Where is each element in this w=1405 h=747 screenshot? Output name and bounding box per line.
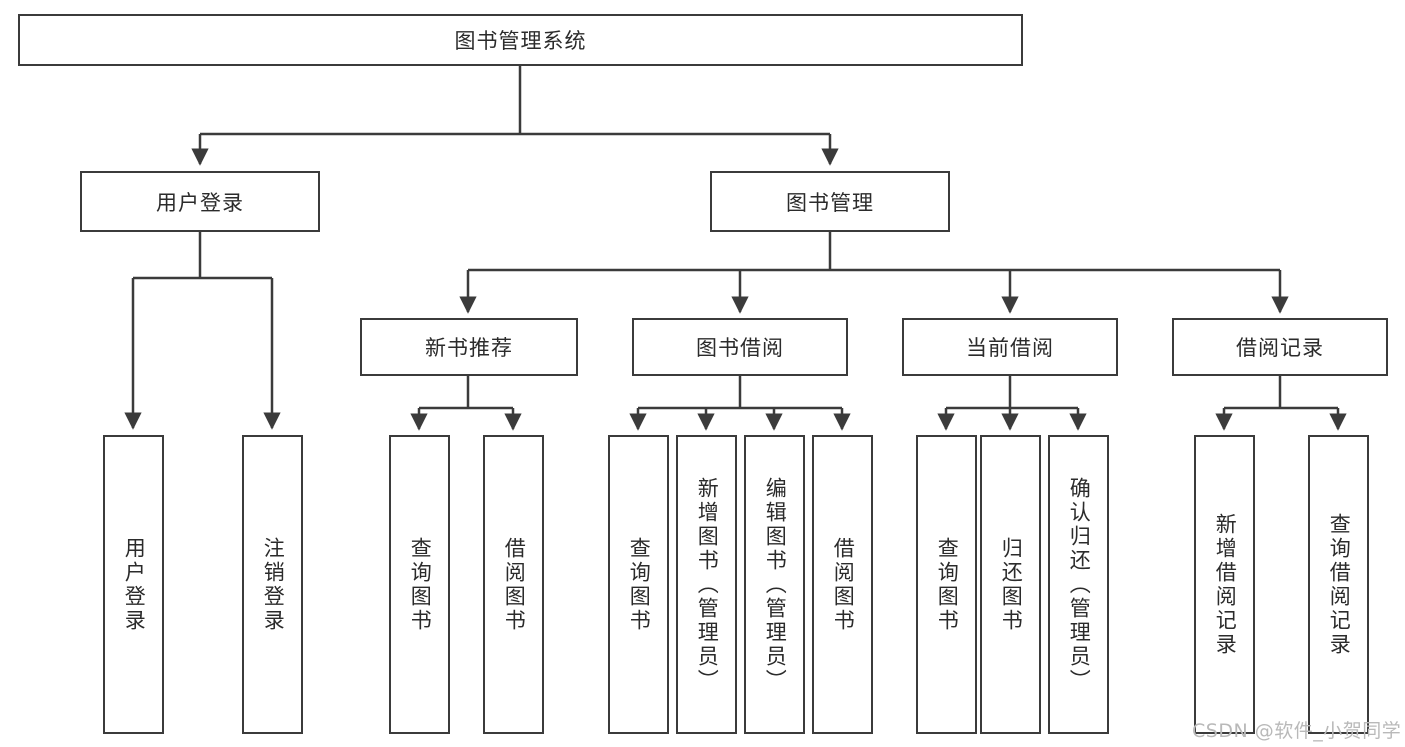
node-label: 借阅图书 [502,536,527,633]
leaf-current-borrow-return[interactable]: 归还图书 [980,435,1041,734]
node-label: 查询图书 [408,536,433,633]
leaf-book-borrow-add[interactable]: 新增图书（管理员） [676,435,737,734]
node-label: 当前借阅 [966,336,1054,360]
node-label: 图书借阅 [696,336,784,360]
leaf-book-borrow-borrow[interactable]: 借阅图书 [812,435,873,734]
leaf-book-borrow-edit[interactable]: 编辑图书（管理员） [744,435,805,734]
node-label: 用户登录 [122,536,147,633]
leaf-borrow-record-add[interactable]: 新增借阅记录 [1194,435,1255,734]
node-label: 注销登录 [261,536,286,633]
node-label: 归还图书 [999,536,1024,633]
leaf-current-borrow-confirm-return[interactable]: 确认归还（管理员） [1048,435,1109,734]
leaf-current-borrow-query[interactable]: 查询图书 [916,435,977,734]
node-label: 图书管理系统 [454,29,587,53]
node-label: 新增借阅记录 [1213,512,1238,657]
node-new-book-recommend[interactable]: 新书推荐 [360,318,578,376]
node-root-book-management-system[interactable]: 图书管理系统 [18,14,1023,66]
node-label: 确认归还（管理员） [1067,476,1092,693]
node-borrow-record[interactable]: 借阅记录 [1172,318,1388,376]
node-label: 查询借阅记录 [1327,512,1352,657]
leaf-new-book-borrow[interactable]: 借阅图书 [483,435,544,734]
csdn-watermark: CSDN @软件_小贺同学 [1192,720,1402,742]
node-book-borrow[interactable]: 图书借阅 [632,318,848,376]
node-label: 查询图书 [627,536,652,633]
node-book-management[interactable]: 图书管理 [710,171,950,232]
node-user-login[interactable]: 用户登录 [80,171,320,232]
leaf-user-login-login[interactable]: 用户登录 [103,435,164,734]
node-label: 用户登录 [156,190,244,215]
node-label: 新增图书（管理员） [695,476,720,693]
node-label: 图书管理 [786,190,874,215]
leaf-book-borrow-query[interactable]: 查询图书 [608,435,669,734]
node-label: 查询图书 [935,536,960,633]
leaf-borrow-record-query[interactable]: 查询借阅记录 [1308,435,1369,734]
leaf-new-book-query[interactable]: 查询图书 [389,435,450,734]
node-current-borrow[interactable]: 当前借阅 [902,318,1118,376]
node-label: 借阅记录 [1236,336,1324,360]
node-label: 借阅图书 [831,536,856,633]
node-label: 新书推荐 [425,336,513,360]
node-label: 编辑图书（管理员） [763,476,788,693]
leaf-user-login-logout[interactable]: 注销登录 [242,435,303,734]
